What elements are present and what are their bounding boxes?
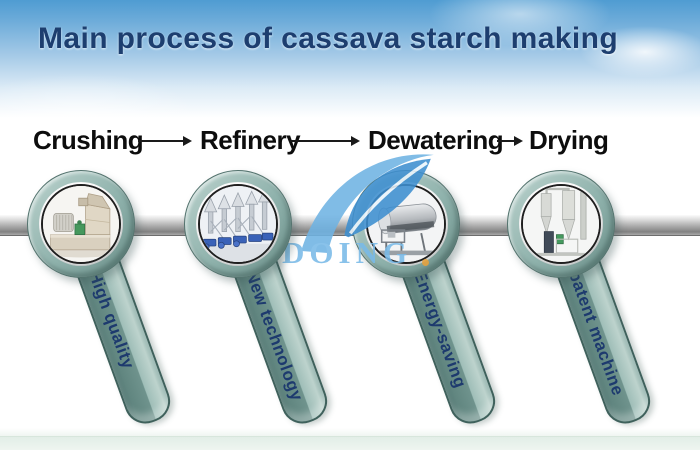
magnifier-lens bbox=[27, 170, 135, 278]
logo-orange-dot-icon bbox=[422, 259, 429, 266]
crusher-illustration bbox=[43, 186, 119, 262]
drying-machine-photo bbox=[521, 184, 601, 264]
hydrocyclone-illustration bbox=[200, 186, 276, 262]
doing-watermark: DOING bbox=[268, 145, 458, 280]
flow-arrow-icon bbox=[138, 136, 192, 146]
footer-band bbox=[0, 436, 700, 450]
station-crushing: High quality bbox=[27, 170, 177, 430]
flow-step-crushing: Crushing bbox=[33, 125, 144, 155]
station-refinery: New technology bbox=[184, 170, 334, 430]
refinery-machine-photo bbox=[198, 184, 278, 264]
flow-arrow-icon bbox=[290, 136, 360, 146]
flow-step-refinery: Refinery bbox=[200, 125, 301, 155]
lens-ring bbox=[519, 182, 603, 266]
flow-step-dewatering: Dewatering bbox=[368, 125, 504, 155]
lens-ring bbox=[196, 182, 280, 266]
flash-dryer-illustration bbox=[523, 186, 599, 262]
flow-arrow-icon bbox=[497, 136, 523, 146]
flow-step-drying: Drying bbox=[529, 125, 609, 155]
doing-logo-text: DOING bbox=[282, 235, 413, 270]
page-title: Main process of cassava starch making bbox=[38, 22, 619, 55]
magnifier-lens bbox=[184, 170, 292, 278]
crushing-machine-photo bbox=[41, 184, 121, 264]
station-drying: patent machine bbox=[507, 170, 657, 430]
lens-ring bbox=[39, 182, 123, 266]
magnifier-lens bbox=[507, 170, 615, 278]
doing-logo-leaf-icon bbox=[301, 154, 434, 253]
